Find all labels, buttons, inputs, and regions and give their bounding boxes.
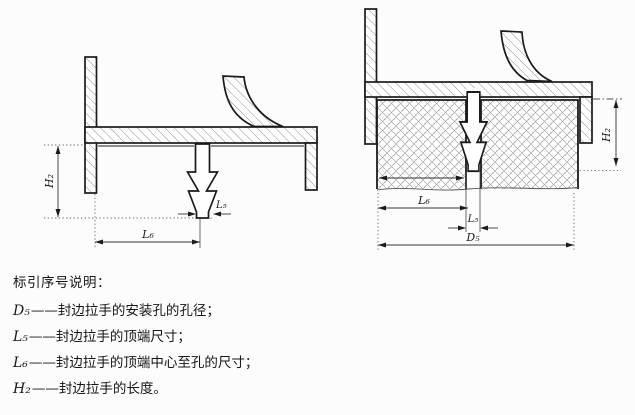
fastener-arrow [458,91,489,173]
dim-label-h2: H₂ [43,174,56,189]
extension-lines [465,172,481,232]
dim-d5: D₅ [378,231,574,248]
legend-symbol-l5: L₅ [13,329,28,345]
legend-desc-h2: ——封边拉手的长度。 [31,381,167,397]
dim-label-l6: L₆ [141,228,154,241]
legend: 标引序号说明： D₅——封边拉手的安装孔的孔径； L₅——封边拉手的顶端尺寸； … [13,271,258,402]
legend-item-l5: L₅——封边拉手的顶端尺寸； [13,324,258,350]
left-section-drawing: H₂ L₆ L₅ [43,56,318,248]
dim-l5: L₅ [178,200,231,217]
legend-desc-d5: ——封边拉手的安装孔的孔径； [30,303,220,319]
dim-l6: L₆ [95,219,201,248]
dim-label-l5: L₅ [467,214,479,225]
dim-l6: L₆ [378,194,468,211]
dim-label-h2: H₂ [600,128,613,143]
extension-lines [44,144,214,248]
legend-symbol-h2: H₂ [13,381,31,397]
right-section-drawing: H₂ L₆ L₅ [364,8,622,250]
legend-desc-l5: ——封边拉手的顶端尺寸； [28,329,191,345]
dim-label-l5: L₅ [215,200,227,211]
dim-label-l6: L₆ [417,194,430,207]
legend-title: 标引序号说明： [13,275,111,291]
legend-item-h2: H₂——封边拉手的长度。 [13,376,258,402]
legend-symbol-d5: D₅ [13,303,30,319]
fastener-arrow [186,143,219,219]
legend-item-d5: D₅——封边拉手的安装孔的孔径； [13,298,258,324]
panel-board [376,99,579,191]
dim-tip-to-hole [379,175,464,181]
legend-item-l6: L₆——封边拉手的顶端中心至孔的尺寸； [13,350,258,376]
break-line [376,187,579,191]
dim-h2: H₂ [593,98,622,166]
dim-l5: L₅ [448,214,498,231]
dim-label-d5: D₅ [465,231,480,244]
legend-desc-l6: ——封边拉手的顶端中心至孔的尺寸； [28,355,259,371]
handle-profile [84,56,318,194]
dim-h2: H₂ [43,146,61,217]
legend-symbol-l6: L₆ [13,355,28,371]
